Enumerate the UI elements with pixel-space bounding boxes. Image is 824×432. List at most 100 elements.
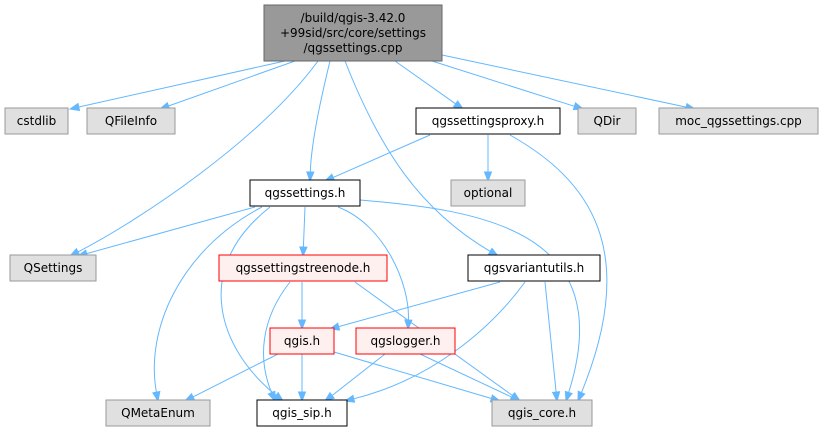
node-box (658, 107, 819, 135)
node-qdir[interactable]: QDir (577, 107, 637, 135)
edge-arrowhead (297, 391, 307, 403)
node-label: moc_qgssettings.cpp (675, 114, 802, 128)
node-box (105, 399, 211, 427)
edge-qgssettings-to-qmetaenum (152, 206, 263, 403)
node-label: QDir (594, 114, 621, 128)
node-root[interactable]: /build/qgis-3.42.0+99sid/src/core/settin… (263, 4, 443, 62)
edge-arrowhead (551, 391, 561, 403)
edge-line (337, 206, 409, 321)
node-label: optional (464, 186, 513, 200)
edge-qgis-to-qgis_core (333, 351, 502, 403)
edge-qgssettings-to-qgis_sip (220, 206, 285, 402)
node-box (450, 179, 526, 207)
edge-arrowhead (267, 390, 276, 403)
edge-qgssettingstreenode-to-qgis (297, 282, 307, 331)
node-qgssettingstreenode[interactable]: qgssettingstreenode.h (218, 254, 388, 282)
edge-qgssettingsproxy-to-qgssettings (323, 134, 431, 182)
node-qgis_sip[interactable]: qgis_sip.h (256, 399, 348, 427)
node-box (415, 107, 561, 135)
node-box (4, 107, 69, 135)
edge-line (441, 54, 687, 108)
edge-line (338, 281, 501, 328)
node-label: QFileInfo (105, 114, 157, 128)
edge-line (544, 281, 557, 393)
edge-qgsvariantutils-to-qgis_core (544, 281, 561, 403)
node-box (491, 399, 593, 427)
edge-line (431, 60, 575, 107)
edge-line (302, 206, 306, 248)
edge-qgis-to-qmetaenum (183, 353, 279, 402)
node-box (355, 327, 456, 355)
edge-arrowhead (483, 171, 493, 183)
edge-line (86, 206, 256, 255)
edge-root-to-qgsvariantutils (344, 60, 500, 257)
edge-arrowhead (577, 390, 586, 403)
node-label: QSettings (24, 261, 83, 275)
edge-root-to-cstdlib (68, 60, 286, 112)
edge-line (192, 353, 279, 398)
edge-qgis-to-qgis_sip (297, 354, 307, 403)
edge-line (309, 60, 331, 173)
node-label: qgssettings.h (265, 186, 346, 200)
edge-line (419, 353, 513, 398)
node-qmetaenum[interactable]: QMetaEnum (105, 399, 211, 427)
node-qsettings[interactable]: QSettings (9, 254, 97, 282)
node-qgssettings[interactable]: qgssettings.h (249, 179, 361, 207)
edge-qgssettings-to-qgssettingstreenode (299, 206, 308, 258)
node-box (218, 254, 388, 282)
edge-qgslogger-to-qgis_sip (323, 353, 386, 402)
node-label: qgssettingstreenode.h (236, 261, 371, 275)
node-box (249, 179, 361, 207)
node-optional[interactable]: optional (450, 179, 526, 207)
edge-line (333, 351, 492, 399)
edge-line (332, 134, 431, 178)
edge-root-to-qgssettings (306, 60, 331, 183)
node-qgis[interactable]: qgis.h (269, 327, 335, 355)
node-qgslogger[interactable]: qgslogger.h (355, 327, 456, 355)
node-label: qgssettingsproxy.h (432, 114, 545, 128)
edge-qgssettingsproxy-to-qgis_core (509, 134, 608, 403)
node-box (256, 399, 348, 427)
edge-line (220, 206, 277, 396)
node-label: +99sid/src/core/settings (280, 26, 426, 40)
edge-root-to-qfileinfo (158, 60, 296, 110)
node-qgsvariantutils[interactable]: qgsvariantutils.h (467, 254, 601, 282)
node-label: /build/qgis-3.42.0 (301, 11, 406, 25)
edge-line (509, 134, 608, 393)
edge-arrowhead (68, 102, 81, 112)
edge-qgssettings-to-qsettings (76, 206, 256, 258)
node-box (263, 4, 443, 62)
edges-layer (68, 54, 697, 403)
edge-line (78, 60, 286, 108)
node-label: qgsvariantutils.h (484, 261, 585, 275)
edge-arrowhead (306, 171, 315, 183)
node-label: cstdlib (17, 114, 56, 128)
edge-qgssettingstreenode-to-qgis_sip (263, 281, 291, 403)
node-moc[interactable]: moc_qgssettings.cpp (658, 107, 819, 135)
edge-arrowhead (299, 246, 308, 258)
edge-arrowhead (564, 390, 573, 403)
node-label: qgis_core.h (508, 406, 576, 420)
node-qgssettingsproxy[interactable]: qgssettingsproxy.h (415, 107, 561, 135)
edge-qgssettingsproxy-to-optional (483, 135, 493, 183)
node-qfileinfo[interactable]: QFileInfo (86, 107, 176, 135)
edge-qgssettings-to-qgis_core (359, 199, 581, 403)
edge-arrowhead (297, 319, 307, 331)
edge-arrowhead (152, 390, 161, 403)
node-cstdlib[interactable]: cstdlib (4, 107, 69, 135)
node-label: qgslogger.h (370, 334, 440, 348)
edge-line (359, 199, 581, 393)
edge-qgslogger-to-qgis_core (419, 353, 522, 402)
node-qgis_core[interactable]: qgis_core.h (491, 399, 593, 427)
edge-line (168, 60, 296, 107)
edge-line (331, 353, 386, 396)
node-box (86, 107, 176, 135)
node-box (467, 254, 601, 282)
node-box (269, 327, 335, 355)
edge-root-to-moc (441, 54, 697, 112)
node-label: QMetaEnum (121, 406, 195, 420)
edge-line (394, 60, 456, 105)
edge-line (263, 281, 291, 393)
edge-qgsvariantutils-to-qgis (328, 281, 501, 331)
